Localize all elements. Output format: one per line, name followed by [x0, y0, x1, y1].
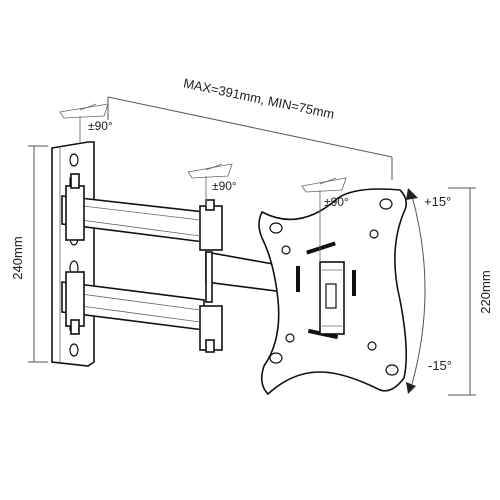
- tv-plate: [258, 188, 408, 396]
- swivel-symbol-tv: ±90°: [301, 177, 349, 262]
- wall-plate-height-label: 240mm: [10, 236, 25, 279]
- swivel-label-elbow: ±90°: [212, 179, 237, 193]
- swivel-label-wall: ±90°: [88, 119, 113, 133]
- tilt-down-label: -15°: [428, 358, 452, 373]
- swivel-label-tv: ±90°: [324, 195, 349, 209]
- lower-arm: [61, 281, 223, 351]
- swivel-symbol-wall: ±90°: [59, 103, 113, 142]
- upper-arm: [61, 195, 223, 251]
- wall-plate-height-dimension: 240mm: [10, 145, 48, 363]
- tilt-indicator: +15° -15°: [406, 188, 452, 394]
- tilt-up-label: +15°: [424, 194, 451, 209]
- tv-plate-height-dimension: 220mm: [448, 187, 493, 396]
- swivel-symbol-elbow: ±90°: [187, 163, 237, 206]
- extension-dimension: MAX=391mm, MIN=75mm: [107, 75, 393, 180]
- extension-label: MAX=391mm, MIN=75mm: [182, 75, 336, 121]
- tv-plate-height-label: 220mm: [478, 270, 493, 313]
